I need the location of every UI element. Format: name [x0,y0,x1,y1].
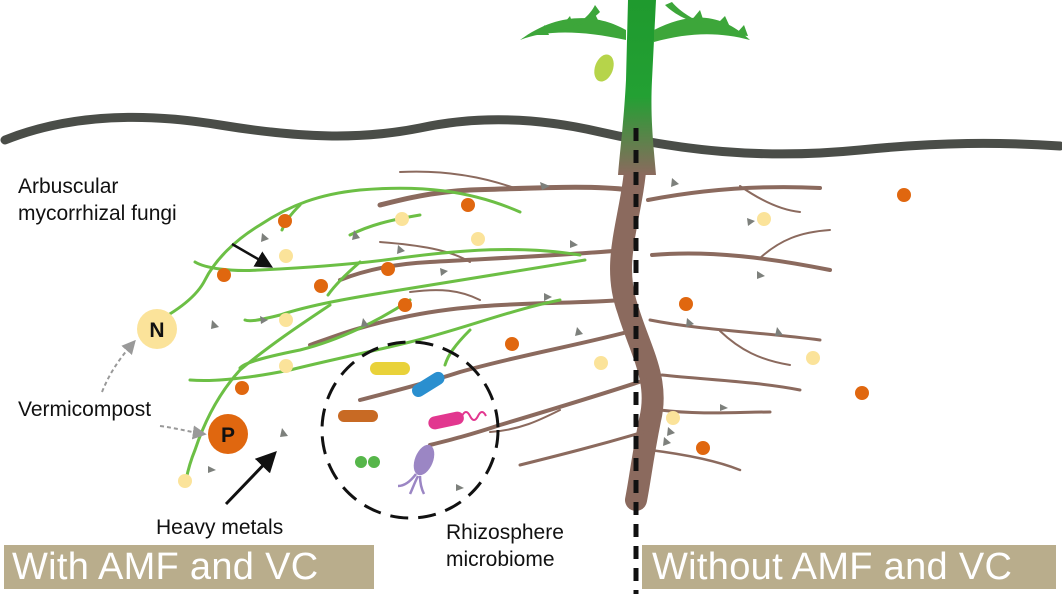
amf-label-line2: mycorrhizal fungi [18,202,177,225]
vermicompost-to-n-arrow [101,339,136,393]
amf-arrow [231,242,274,268]
vermicompost-to-p-arrow [159,425,207,440]
svg-text:N: N [149,319,164,342]
microbiome-label-line1: Rhizosphere [446,521,564,544]
heavy-metals-arrow [224,450,277,506]
yellow-nutrient-particles [178,212,820,488]
rod-bacterium-orange [338,410,378,422]
with-amf-vc-banner: With AMF and VC [4,545,374,589]
phosphorus-node: P [208,414,248,454]
protist-purple [397,444,435,495]
orange-nutrient-particles [217,188,911,455]
rod-bacterium-yellow [370,362,410,375]
microbes [338,362,487,495]
root-system [308,149,832,511]
vermicompost-label: Vermicompost [18,398,152,421]
amf-hyphae [148,186,587,482]
flagellated-bacterium-pink [428,411,464,430]
microbiome-boundary [320,340,500,520]
microbiome-label-line2: microbiome [446,548,555,571]
seedling-icon [520,0,750,175]
heavy-metal-particles [208,178,783,491]
without-amf-vc-banner: Without AMF and VC [642,545,1056,589]
amf-label-line1: Arbuscular [18,175,119,198]
rod-bacterium-blue [412,371,445,398]
heavy-metals-label: Heavy metals [156,516,284,539]
diplococcus-green [355,456,367,468]
svg-text:P: P [221,424,235,447]
nitrogen-node: N [137,309,177,349]
soil-surface-line [0,112,1062,159]
